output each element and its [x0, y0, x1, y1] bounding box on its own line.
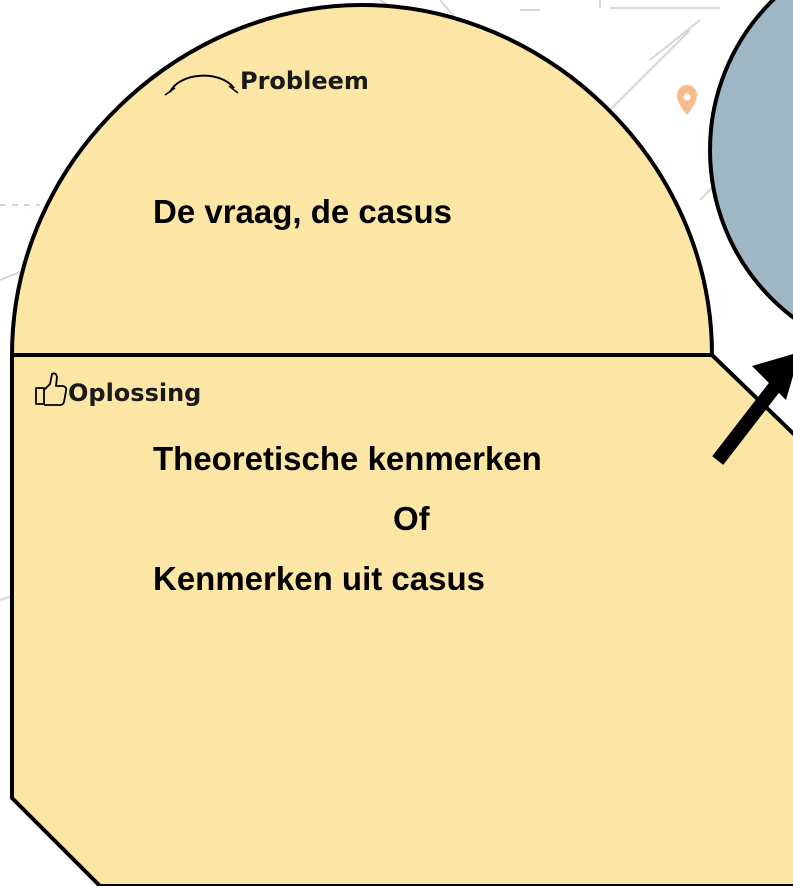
problem-card — [10, 3, 714, 357]
arrow-icon — [712, 354, 793, 465]
solution-card — [10, 353, 793, 886]
solution-text-line: Of — [393, 500, 430, 537]
context-circle — [708, 0, 793, 320]
problem-label: Probleem — [240, 67, 369, 95]
solution-label: Oplossing — [68, 379, 202, 407]
arc-icon — [169, 74, 235, 93]
thumbs-up-icon — [35, 372, 68, 406]
solution-text-line: Kenmerken uit casus — [153, 560, 485, 597]
problem-text: De vraag, de casus — [153, 193, 452, 230]
map-pin-icon — [677, 85, 697, 115]
solution-text-line: Theoretische kenmerken — [153, 440, 542, 477]
